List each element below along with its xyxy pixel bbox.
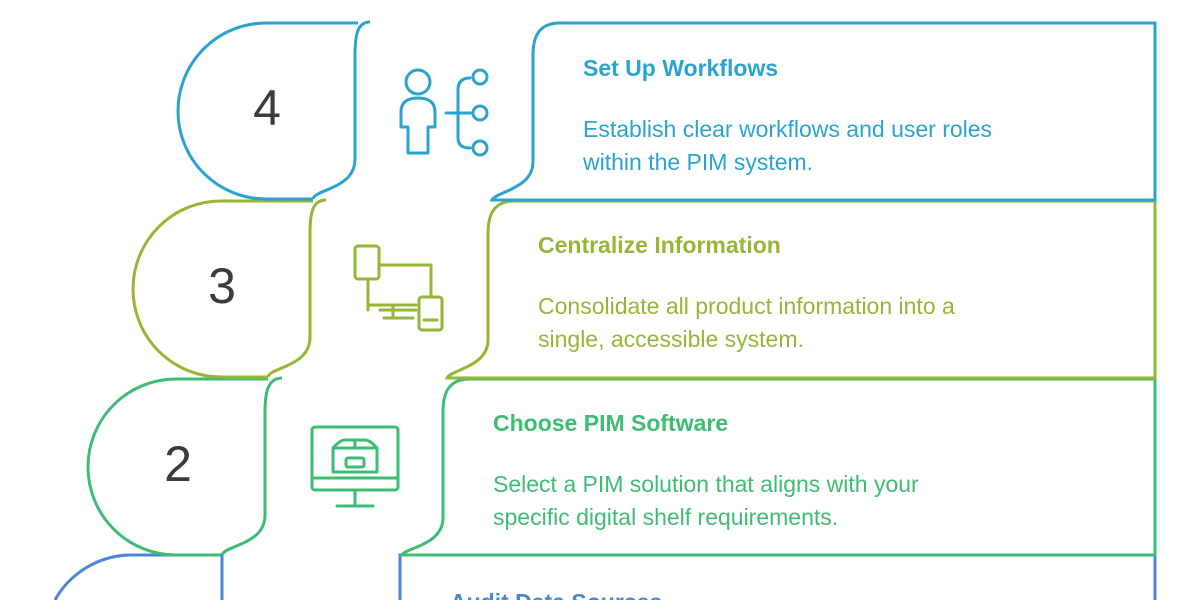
- step-4-card: [489, 21, 1157, 202]
- step-4-number-tab: [176, 21, 358, 201]
- step-3: 3 Centralize Information Consolidate all…: [131, 198, 1157, 380]
- step-4-number: 4: [253, 80, 281, 136]
- step-2-icon-column: [220, 376, 283, 556]
- step-3-desc-line1: Consolidate all product information into…: [538, 293, 955, 319]
- step-4-icon-column: [311, 20, 371, 200]
- step-1-card: [398, 553, 1155, 600]
- devices-icon: [353, 244, 444, 332]
- step-2-number-tab: [86, 377, 268, 557]
- step-3-card: [444, 199, 1157, 380]
- user-workflow-icon: [399, 68, 489, 157]
- step-1-title: Audit Data Sources: [450, 589, 662, 600]
- step-2: 2 Choose PIM Software Select a PIM solut…: [86, 376, 1157, 557]
- step-1-number-tab: [53, 553, 224, 600]
- step-3-desc-line2: single, accessible system.: [538, 326, 804, 352]
- step-3-number: 3: [208, 258, 236, 314]
- step-2-card: [399, 377, 1157, 557]
- step-2-number: 2: [164, 436, 192, 492]
- step-2-desc-line1: Select a PIM solution that aligns with y…: [493, 471, 919, 497]
- step-2-title: Choose PIM Software: [493, 410, 728, 436]
- step-3-icon-column: [266, 198, 327, 378]
- step-4-desc-line1: Establish clear workflows and user roles: [583, 116, 992, 142]
- step-1: Audit Data Sources: [53, 553, 1157, 600]
- step-4-title: Set Up Workflows: [583, 55, 778, 81]
- step-2-desc-line2: specific digital shelf requirements.: [493, 504, 838, 530]
- step-4: 4 Set Up Workflows Establish clear workf…: [176, 20, 1157, 202]
- step-3-number-tab: [131, 199, 313, 379]
- monitor-box-icon: [310, 425, 400, 508]
- step-4-desc-line2: within the PIM system.: [582, 149, 813, 175]
- step-3-title: Centralize Information: [538, 232, 781, 258]
